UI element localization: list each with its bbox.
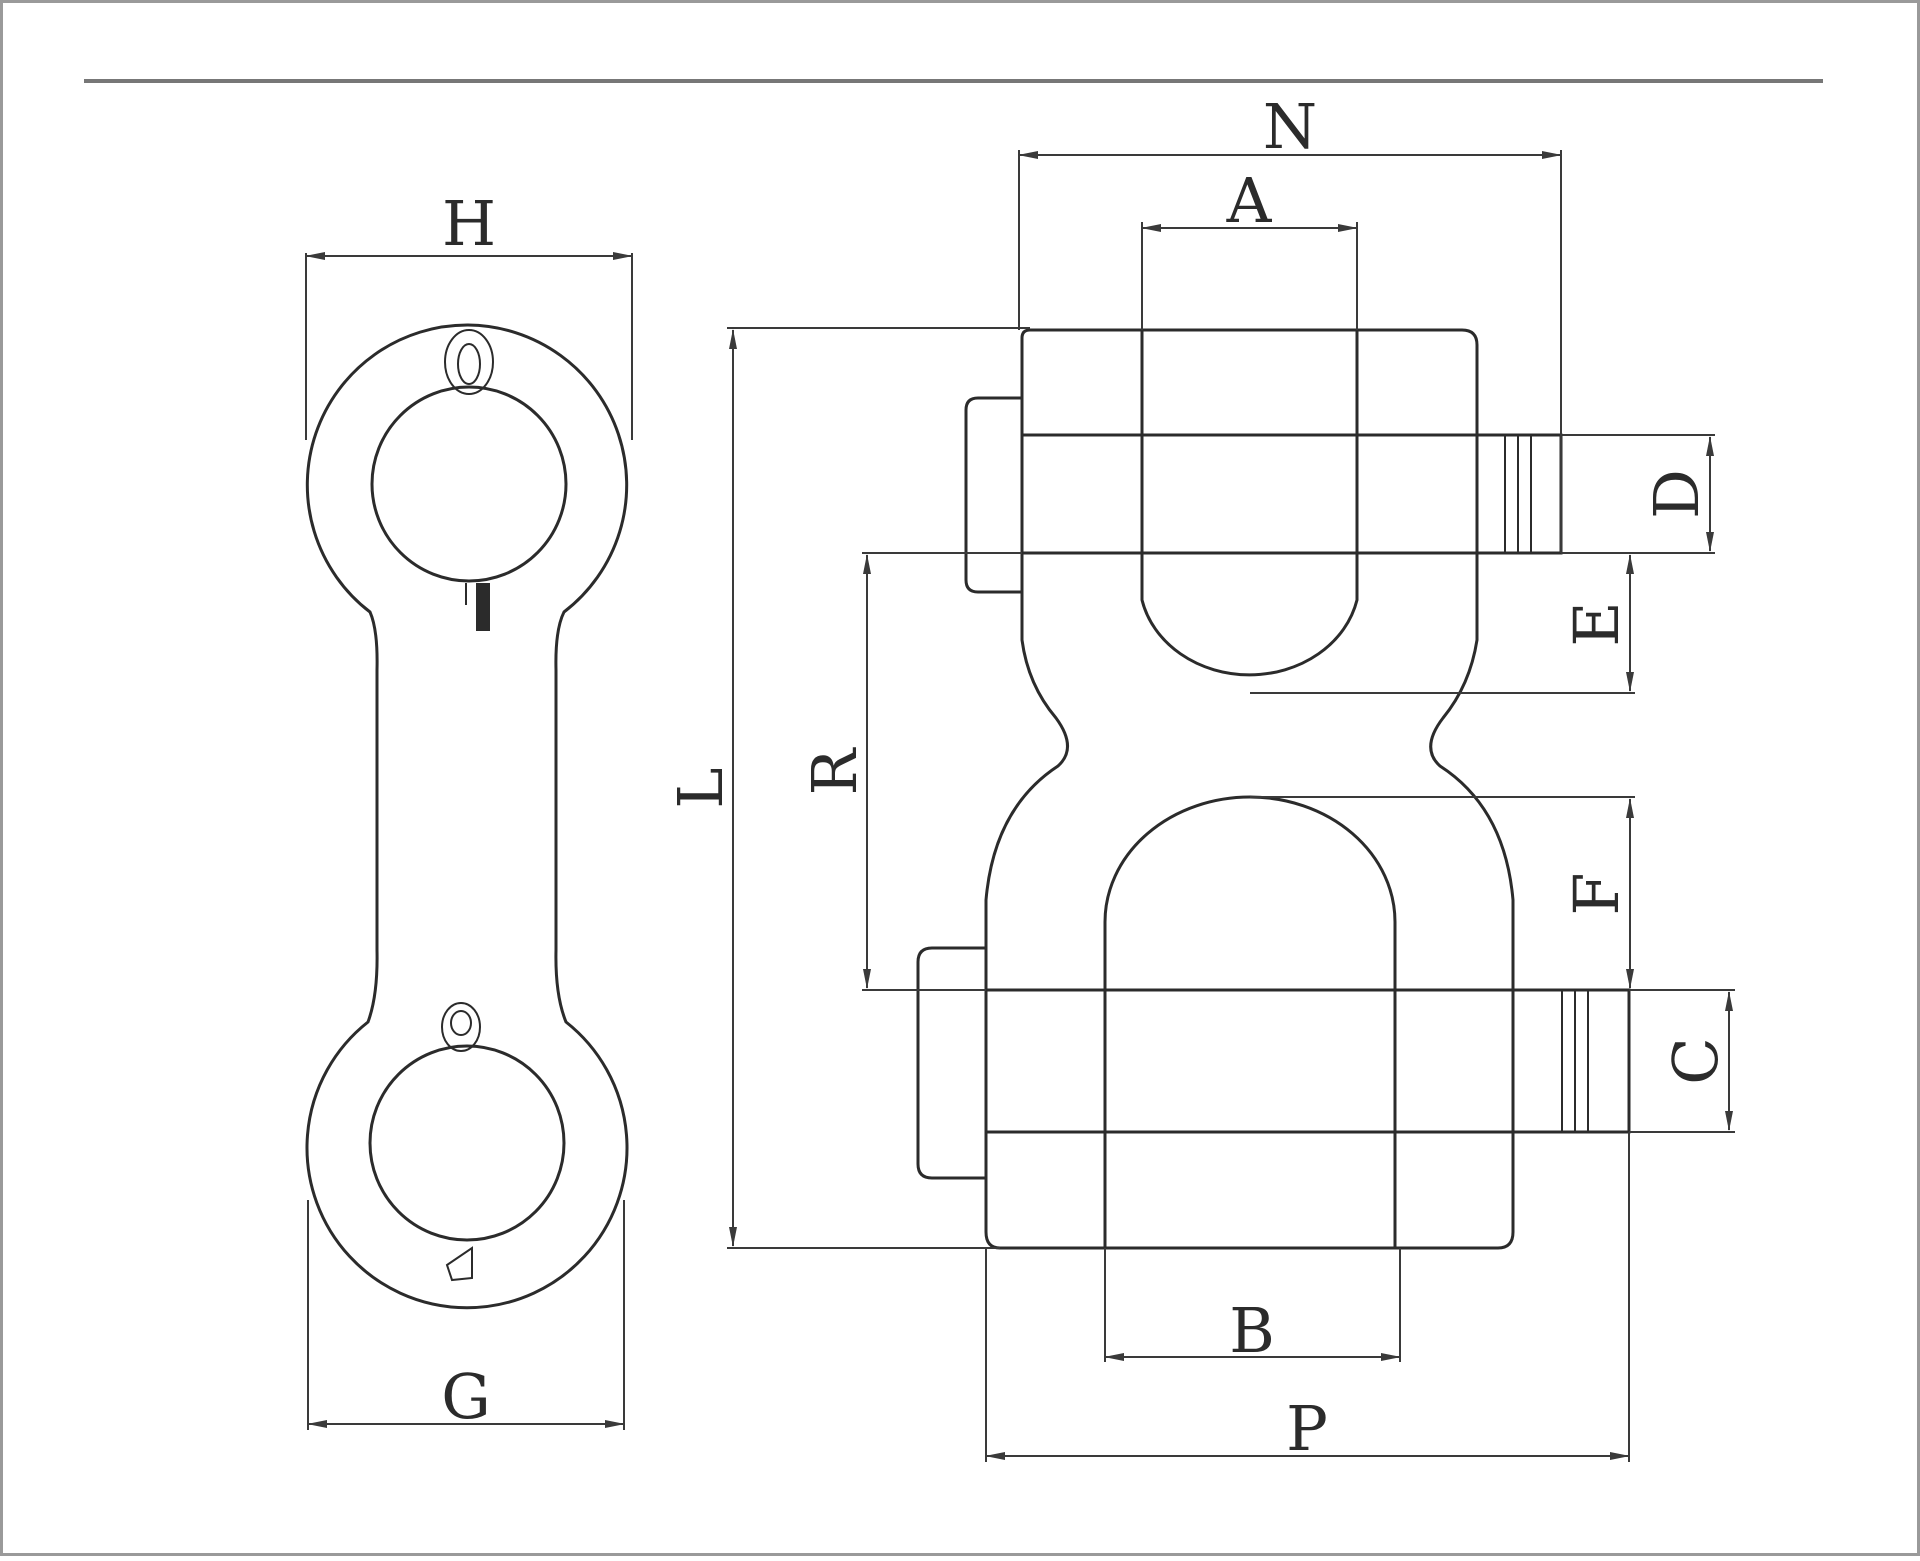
upper-jaw-opening: [1140, 330, 1359, 677]
upper-pin-head: [964, 396, 1022, 594]
upper-pin-hole: [370, 385, 568, 583]
dimension-R: R: [798, 552, 1022, 991]
dimension-N: N: [1018, 90, 1562, 553]
swivel-shackle-front-view: [916, 328, 1631, 1250]
dimension-L: L: [664, 327, 1030, 1249]
shackle-body-outline: [984, 328, 1515, 1250]
upper-pin: [964, 396, 1563, 594]
label-N: N: [1263, 90, 1317, 163]
upper-pin-tab: [465, 583, 490, 631]
dimension-C: C: [1629, 989, 1735, 1133]
dimension-H: H: [305, 187, 633, 440]
label-E: E: [1560, 601, 1633, 646]
link-plate-outline: [305, 323, 629, 1310]
dimension-D: D: [1561, 434, 1715, 554]
label-B: B: [1229, 1294, 1275, 1367]
label-A: A: [1226, 164, 1273, 237]
label-L: L: [664, 767, 737, 808]
label-F: F: [1560, 872, 1633, 915]
lower-pin-head: [916, 946, 986, 1180]
dimension-P: P: [985, 1132, 1630, 1465]
label-C: C: [1659, 1037, 1732, 1084]
upper-cotter-pin: [444, 329, 494, 395]
dimension-A: A: [1141, 164, 1358, 330]
dimension-E: E: [1250, 552, 1635, 694]
dimension-B: B: [1104, 1248, 1401, 1367]
dimension-F: F: [1250, 796, 1635, 991]
lower-cotter-pin: [441, 1002, 481, 1052]
label-G: G: [441, 1360, 491, 1433]
lower-pin-end: [1511, 988, 1631, 1134]
dimension-G: G: [307, 1200, 625, 1433]
lower-pin: [916, 946, 1631, 1180]
lower-pin-hole: [368, 1044, 566, 1242]
label-D: D: [1640, 469, 1713, 519]
lower-jaw-opening: [1103, 795, 1397, 1248]
label-H: H: [442, 187, 496, 260]
label-P: P: [1286, 1392, 1328, 1465]
label-R: R: [798, 746, 871, 795]
link-plate-side-view: [305, 323, 629, 1310]
lower-pin-tab: [445, 1246, 473, 1282]
